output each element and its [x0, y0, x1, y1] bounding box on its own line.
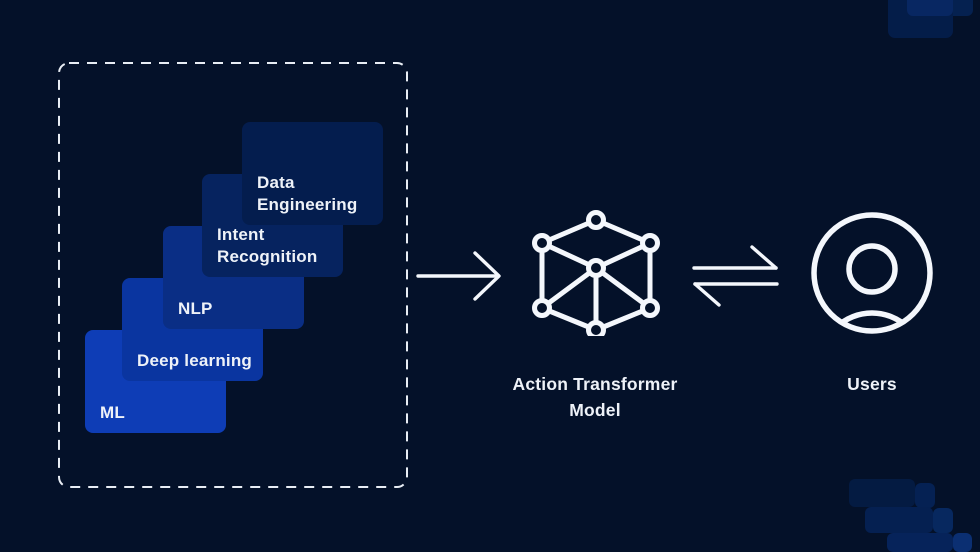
stack-box-label: Intent Recognition [217, 225, 318, 266]
users-label: Users [847, 374, 897, 394]
decor-block [953, 533, 972, 552]
decor-block [887, 533, 953, 552]
stack-box-label: ML [100, 403, 125, 422]
stack-box-label: Deep learning [137, 351, 253, 370]
right-arrow-icon [416, 251, 501, 301]
decor-block [933, 508, 953, 533]
decor-block [915, 483, 935, 508]
model-label: Action Transformer Model [512, 374, 678, 420]
cube-network-icon [532, 210, 660, 336]
stack-box-label: Data Engineering [257, 173, 358, 214]
stack-box-data-engineering: Data Engineering [242, 122, 383, 225]
decor-block [907, 0, 953, 16]
decor-block [865, 507, 933, 533]
stack-box-label: NLP [178, 299, 213, 318]
decor-block [849, 479, 915, 507]
user-circle-icon [811, 212, 933, 334]
capabilities-group-border [58, 62, 408, 488]
exchange-arrows-icon [692, 245, 779, 307]
